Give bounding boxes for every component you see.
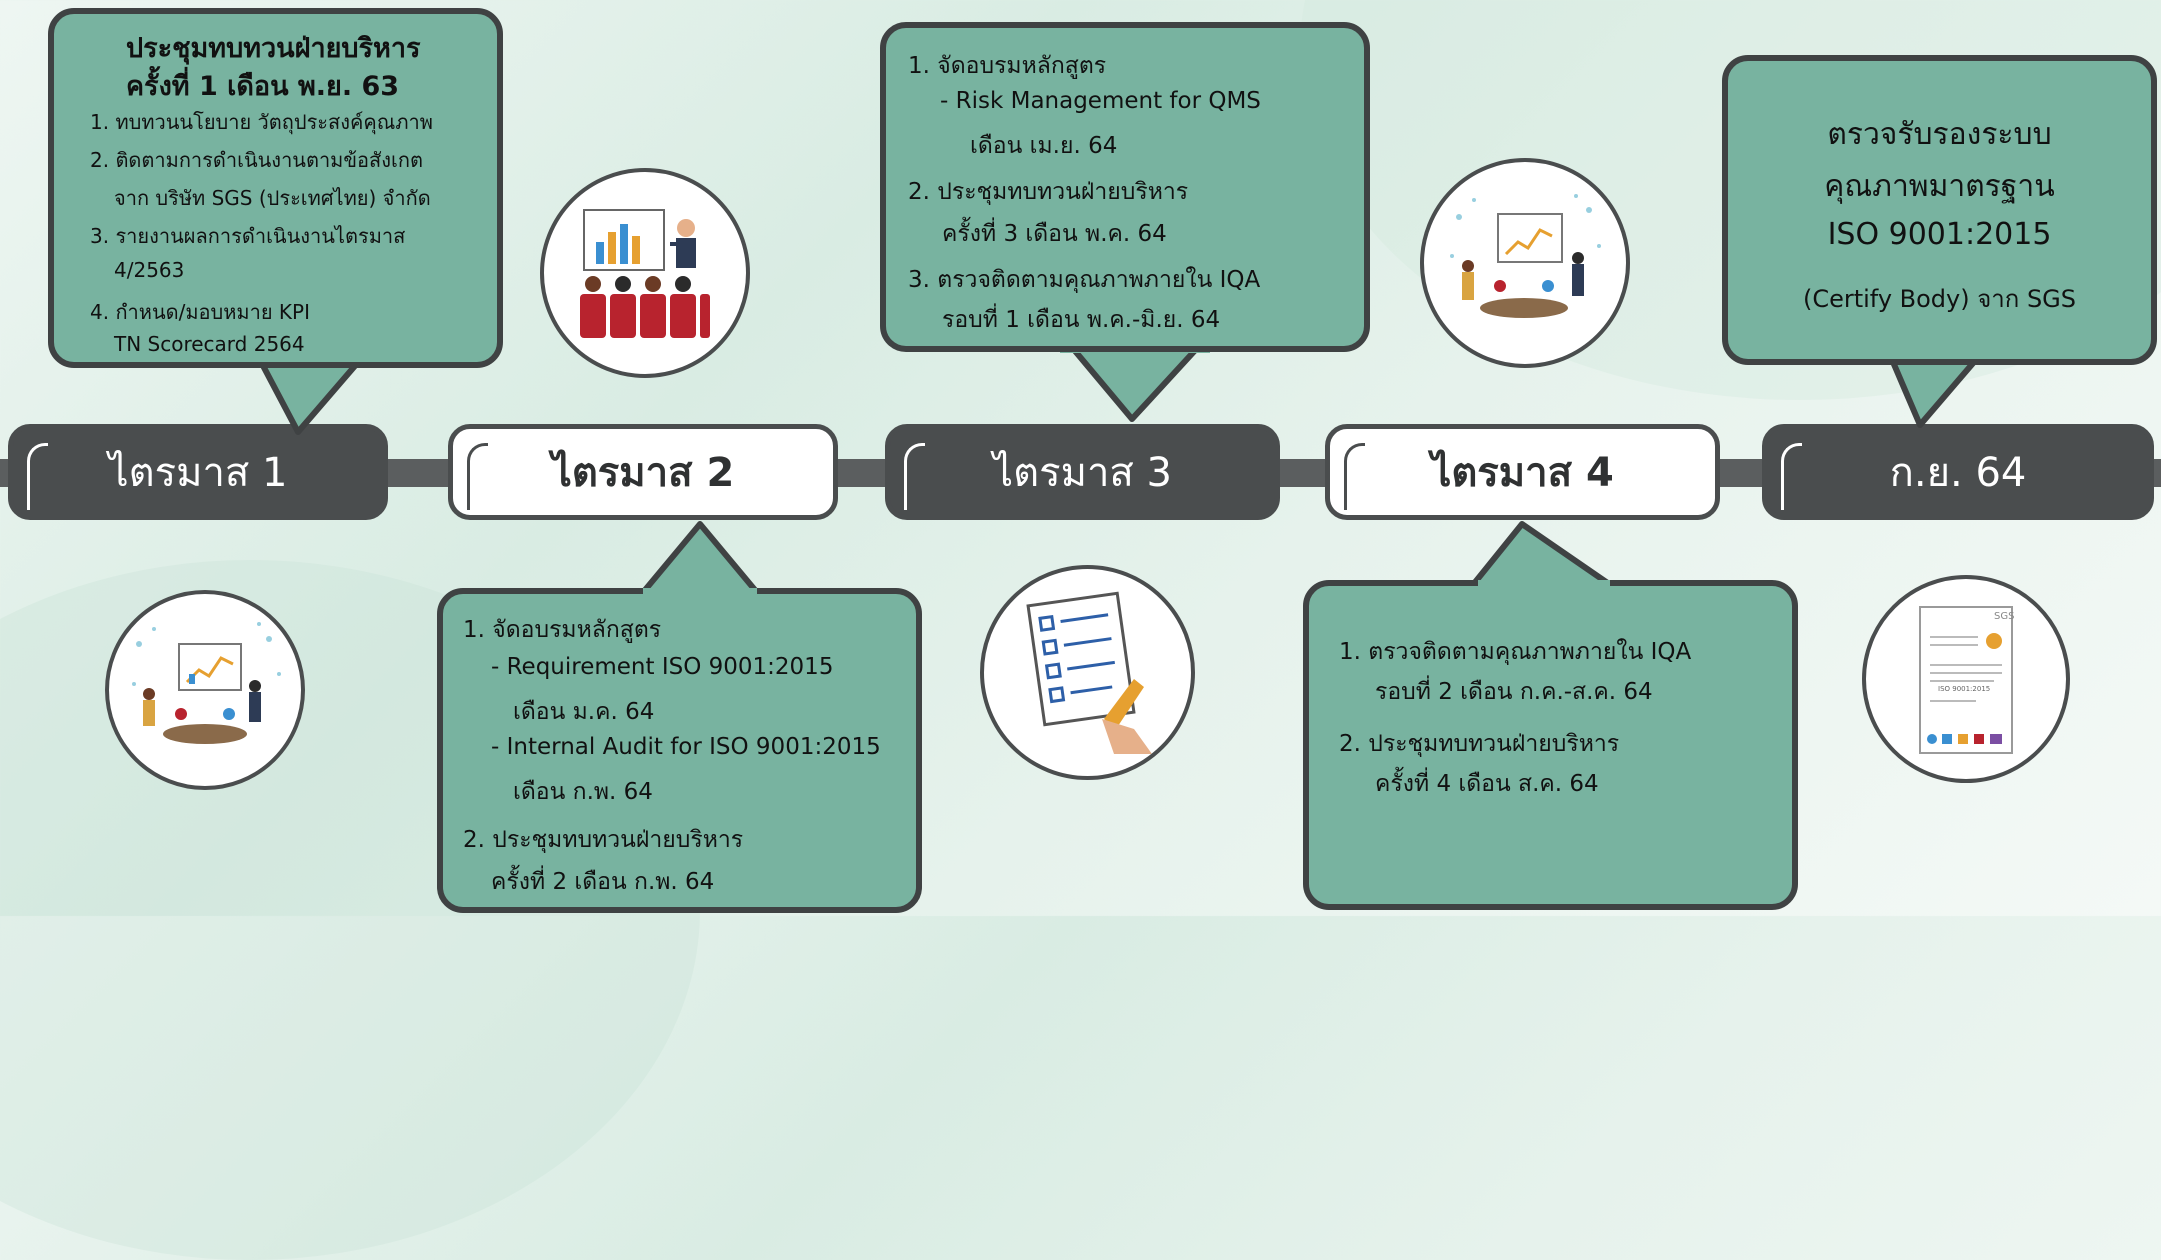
discussion-illustration <box>1420 158 1630 368</box>
quarter-2-label: ไตรมาส 2 <box>448 424 838 520</box>
q4-callout-box: 1. ตรวจติดตามคุณภาพภายใน IQA รอบที่ 2 เด… <box>1303 580 1798 910</box>
sep-box-tail <box>1880 355 1990 428</box>
q2-item-1b: - Internal Audit for ISO 9001:2015 <box>491 734 881 760</box>
quarter-4-label: ไตรมาส 4 <box>1325 424 1720 520</box>
q3-box-tail <box>1060 345 1210 422</box>
pill-bracket-icon <box>467 443 488 510</box>
q3-item-1a-date: เดือน เม.ย. 64 <box>970 133 1118 159</box>
q3-item-3-date: รอบที่ 1 เดือน พ.ค.-มิ.ย. 64 <box>942 307 1221 333</box>
q1-title-line1: ประชุมทบทวนฝ่ายบริหาร <box>126 33 421 64</box>
q1-item-2-cont: จาก บริษัท SGS (ประเทศไทย) จำกัด <box>114 186 431 210</box>
meeting-icon <box>132 622 281 744</box>
quarter-3-text: ไตรมาส 3 <box>993 450 1172 496</box>
q2-item-1b-date: เดือน ก.พ. 64 <box>513 779 653 805</box>
pill-bracket-icon <box>904 443 925 510</box>
q4-item-2: 2. ประชุมทบทวนฝ่ายบริหาร <box>1339 731 1620 757</box>
q1-item-2: 2. ติดตามการดำเนินงานตามข้อสังเกต <box>90 148 423 172</box>
q4-item-2-date: ครั้งที่ 4 เดือน ส.ค. 64 <box>1375 771 1599 797</box>
pill-bracket-icon <box>27 443 48 510</box>
q1-box-tail <box>250 360 370 435</box>
q2-item-2-date: ครั้งที่ 2 เดือน ก.พ. 64 <box>491 869 715 895</box>
q1-item-3-cont: 4/2563 <box>114 258 185 282</box>
q3-item-1: 1. จัดอบรมหลักสูตร <box>908 53 1107 79</box>
q4-item-1: 1. ตรวจติดตามคุณภาพภายใน IQA <box>1339 639 1692 665</box>
checklist-icon <box>1026 591 1152 754</box>
quarter-3-label: ไตรมาส 3 <box>885 424 1280 520</box>
certificate-illustration: SGS ISO 9001:2015 <box>1862 575 2070 783</box>
presentation-illustration <box>540 168 750 378</box>
q1-callout-box: ประชุมทบทวนฝ่ายบริหาร ครั้งที่ 1 เดือน พ… <box>48 8 503 368</box>
q2-item-1a-date: เดือน ม.ค. 64 <box>513 699 655 725</box>
q2-callout-box: 1. จัดอบรมหลักสูตร - Requirement ISO 900… <box>437 588 922 913</box>
q3-callout-box: 1. จัดอบรมหลักสูตร - Risk Management for… <box>880 22 1370 352</box>
september-text: ก.ย. 64 <box>1889 450 2027 496</box>
checklist-illustration <box>980 565 1195 780</box>
q3-item-3: 3. ตรวจติดตามคุณภาพภายใน IQA <box>908 267 1261 293</box>
pill-bracket-icon <box>1344 443 1365 510</box>
team-meeting-illustration <box>105 590 305 790</box>
quarter-2-text: ไตรมาส 2 <box>551 450 735 496</box>
q3-item-2: 2. ประชุมทบทวนฝ่ายบริหาร <box>908 179 1189 205</box>
quarter-4-text: ไตรมาส 4 <box>1431 450 1614 496</box>
september-label: ก.ย. 64 <box>1762 424 2154 520</box>
q2-item-1a: - Requirement ISO 9001:2015 <box>491 654 834 680</box>
q1-item-3: 3. รายงานผลการดำเนินงานไตรมาส <box>90 224 406 248</box>
q1-title-line2: ครั้งที่ 1 เดือน พ.ย. 63 <box>126 71 400 102</box>
pill-bracket-icon <box>1781 443 1802 510</box>
sep-line-3: ISO 9001:2015 <box>1827 217 2052 252</box>
q1-item-4: 4. กำหนด/มอบหมาย KPI <box>90 300 310 324</box>
quarter-1-text: ไตรมาส 1 <box>108 450 288 496</box>
sep-line-1: ตรวจรับรองระบบ <box>1827 117 2052 152</box>
discussion-icon <box>1450 194 1601 318</box>
q1-item-4-cont: TN Scorecard 2564 <box>114 332 305 356</box>
presenter-icon <box>580 209 710 338</box>
quarter-1-label: ไตรมาส 1 <box>8 424 388 520</box>
q4-tail-join <box>1478 580 1610 588</box>
certificate-code: ISO 9001:2015 <box>1938 685 1991 693</box>
certificate-icon <box>1919 606 2013 754</box>
q2-item-1: 1. จัดอบรมหลักสูตร <box>463 617 662 643</box>
sep-callout-box: ตรวจรับรองระบบ คุณภาพมาตรฐาน ISO 9001:20… <box>1722 55 2157 365</box>
certificate-brand: SGS <box>1994 611 2015 622</box>
q4-item-1-date: รอบที่ 2 เดือน ก.ค.-ส.ค. 64 <box>1375 679 1653 705</box>
q2-tail-join <box>643 588 757 596</box>
q1-item-1: 1. ทบทวนนโยบาย วัตถุประสงค์คุณภาพ <box>90 110 433 134</box>
sep-line-4: (Certify Body) จาก SGS <box>1802 285 2077 313</box>
q2-item-2: 2. ประชุมทบทวนฝ่ายบริหาร <box>463 827 744 853</box>
q3-item-2-date: ครั้งที่ 3 เดือน พ.ค. 64 <box>942 221 1167 247</box>
q3-item-1a: - Risk Management for QMS <box>940 88 1261 114</box>
sep-line-2: คุณภาพมาตรฐาน <box>1824 169 2055 204</box>
